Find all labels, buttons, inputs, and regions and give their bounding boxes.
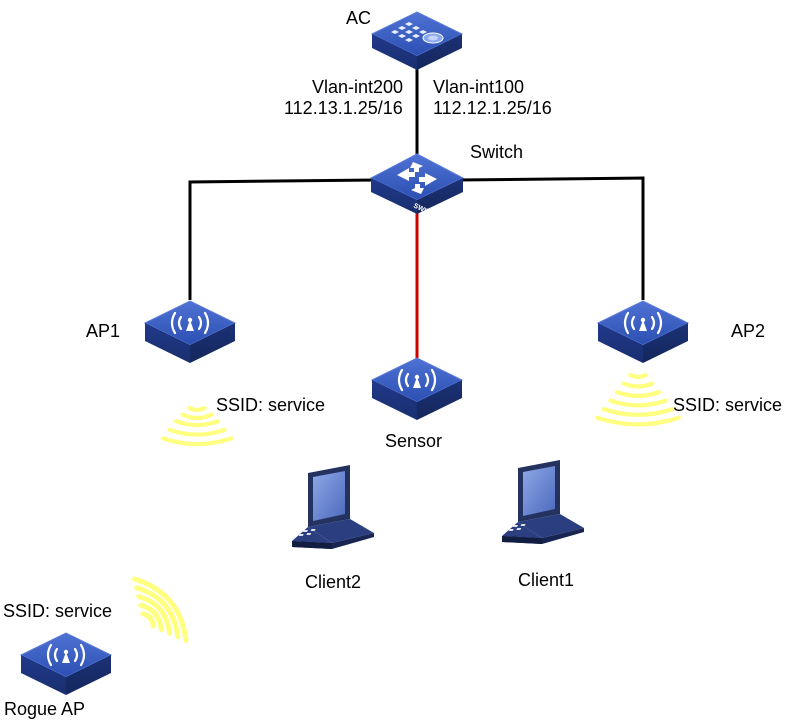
ap1-device-icon: [143, 299, 237, 365]
client1-laptop-icon: [485, 460, 584, 544]
client2-laptop-icon: [275, 465, 374, 549]
ap2-device-icon: [596, 299, 690, 365]
rogue-ap-label: Rogue AP: [4, 699, 86, 719]
ap2-signal-icon: [595, 372, 681, 427]
link-switch-ap1: [188, 178, 377, 300]
ap2-ssid-label: SSID: service: [673, 395, 783, 415]
link-switch-ap2: [457, 176, 645, 300]
rogue-ap-device-icon: [19, 631, 113, 697]
ac-device-icon: [370, 11, 464, 70]
client2-label: Client2: [305, 572, 362, 592]
ap2-label: AP2: [731, 321, 766, 341]
right-interface-ip: 112.12.1.25/16: [433, 98, 552, 118]
ap1-signal-icon: [160, 405, 234, 447]
left-interface-ip: 112.13.1.25/16: [284, 98, 403, 118]
ap1-label: AP1: [86, 321, 121, 341]
ap1-ssid-label: SSID: service: [216, 395, 326, 415]
ac-label: AC: [346, 8, 372, 28]
switch-label: Switch: [470, 142, 524, 162]
switch-device-icon: SWITCH: [369, 153, 465, 221]
sensor-device-icon: [370, 356, 464, 422]
right-interface-name: Vlan-int100: [433, 77, 525, 97]
rogue-ssid-label: SSID: service: [3, 601, 113, 621]
left-interface-name: Vlan-int200: [312, 77, 404, 97]
sensor-label: Sensor: [385, 431, 443, 451]
rogue-ap-signal-icon: [122, 571, 196, 651]
client1-label: Client1: [518, 570, 575, 590]
